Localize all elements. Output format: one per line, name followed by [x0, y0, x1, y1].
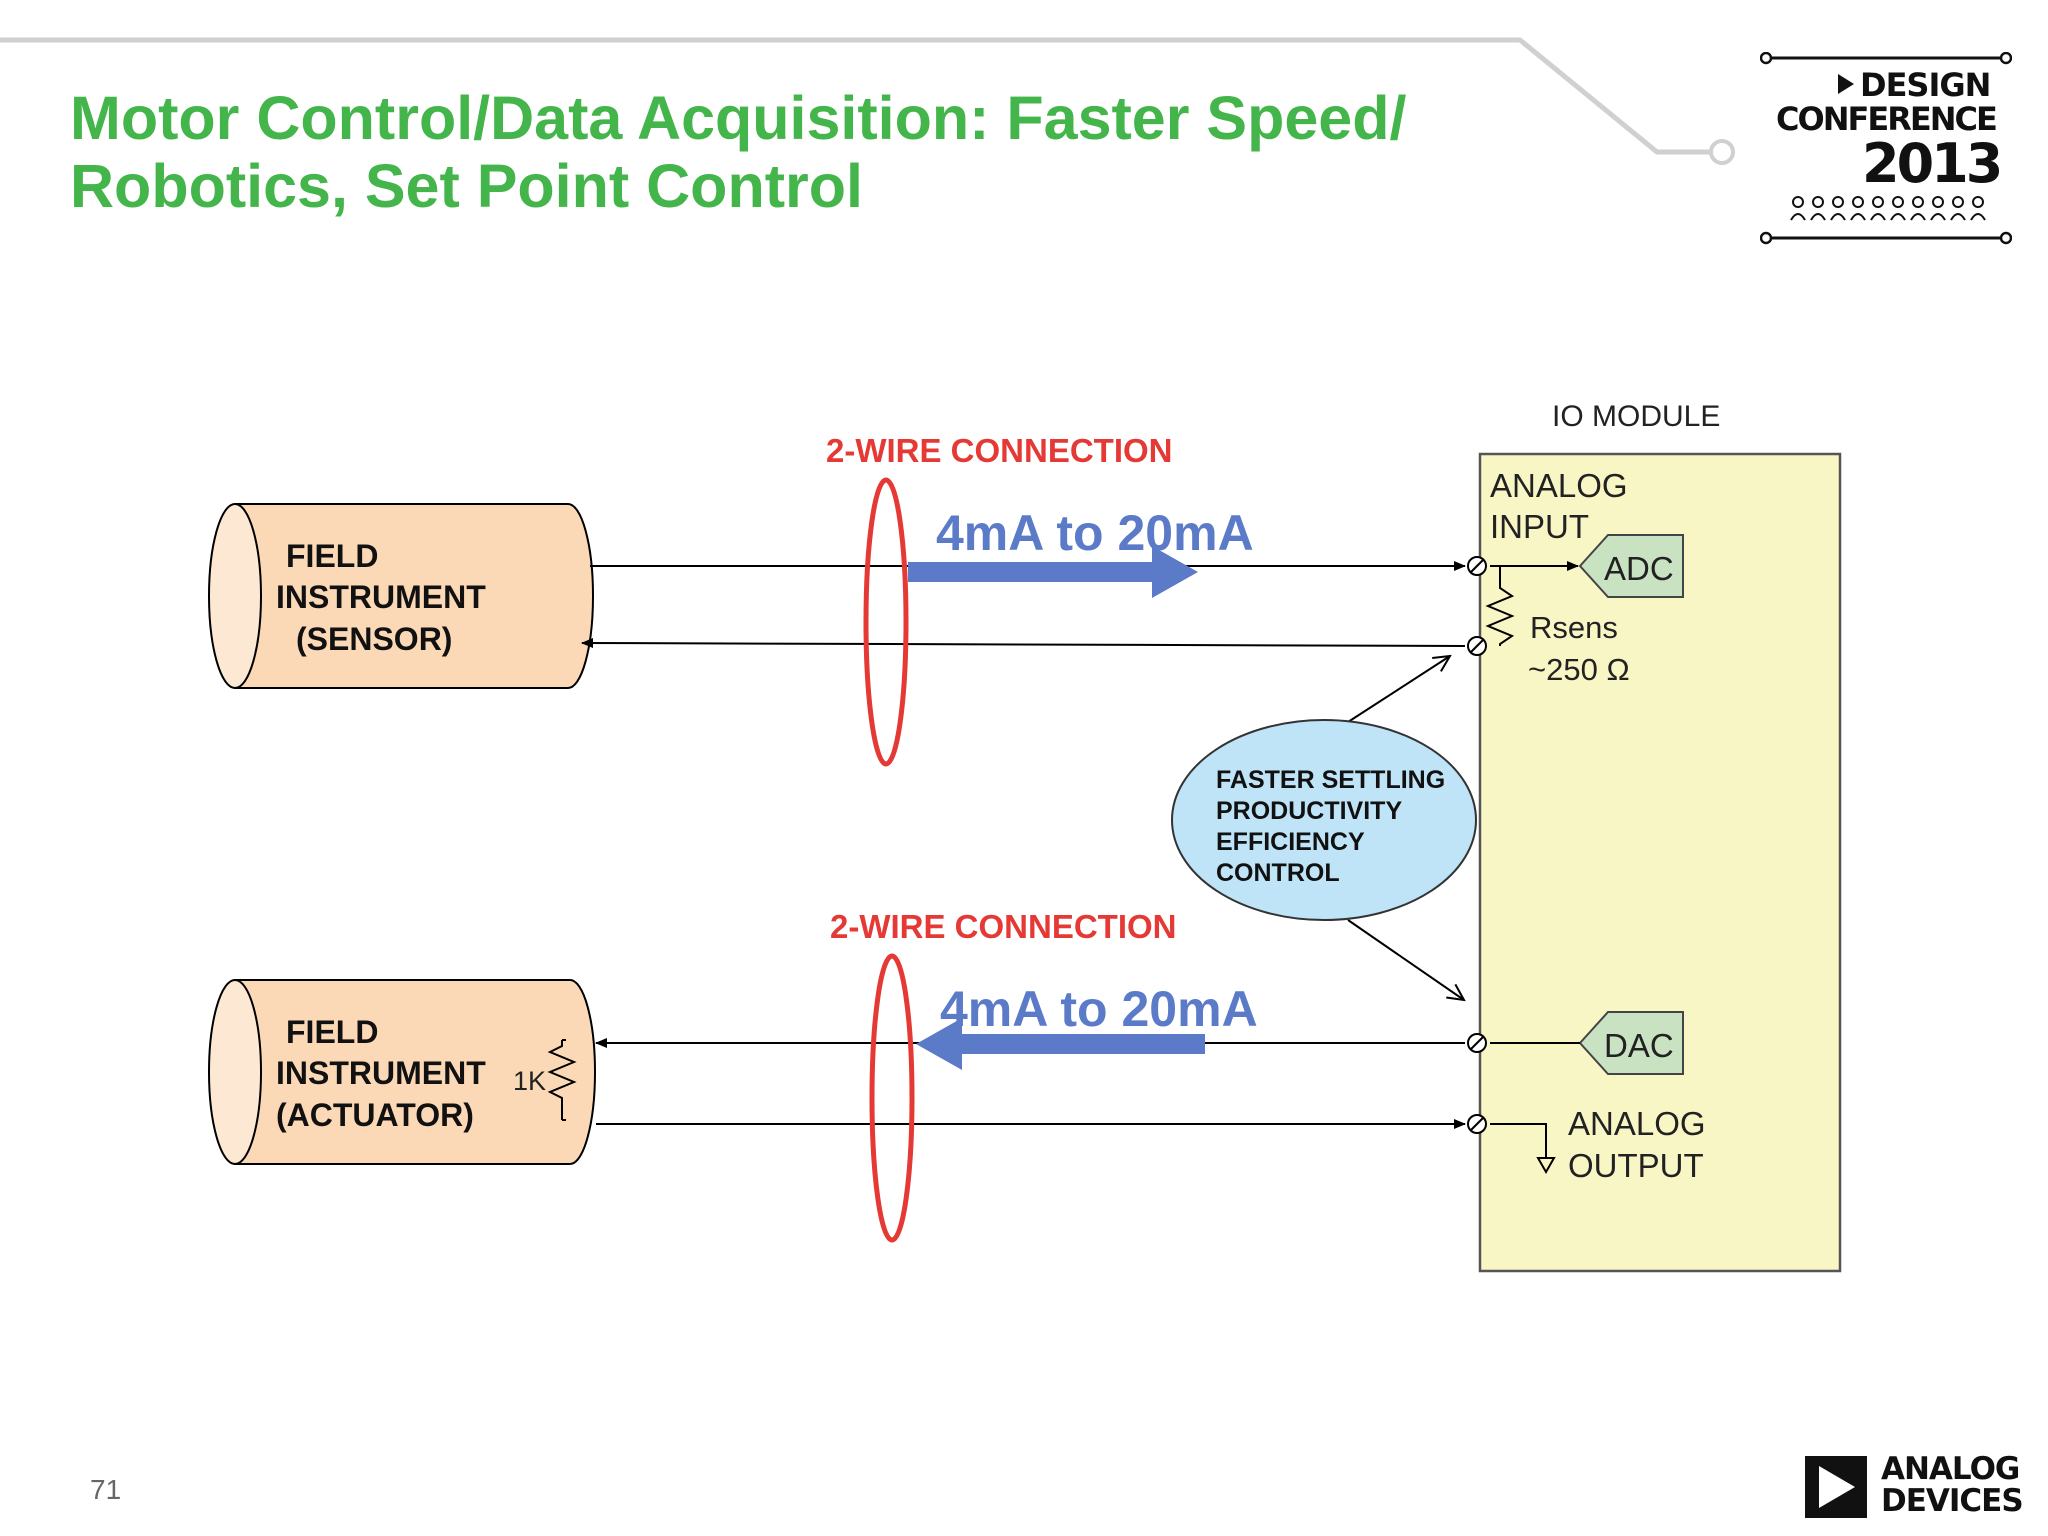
conf-year: 2013 — [1862, 132, 2003, 195]
actuator-resistor-label: 1K — [513, 1066, 546, 1096]
sensor-label-2: INSTRUMENT — [276, 579, 486, 615]
connection-label-bottom: 2-WIRE CONNECTION — [830, 908, 1177, 945]
callout-line-up — [1347, 656, 1450, 723]
current-arrow-right — [908, 546, 1198, 598]
design-conference-logo: DESIGN CONFERENCE 2013 — [1760, 52, 2012, 248]
actuator-1k-resistor — [547, 1040, 577, 1120]
benefit-4: CONTROL — [1216, 859, 1340, 887]
sensor-label-1: FIELD — [286, 538, 378, 574]
adc-label: ADC — [1604, 550, 1674, 587]
slide-title-line-1: Motor Control/Data Acquisition: Faster S… — [70, 84, 1407, 152]
actuator-label-1: FIELD — [286, 1014, 378, 1050]
actuator-resistor-leads — [562, 1039, 566, 1121]
analog-output-ground — [1490, 1123, 1556, 1175]
slide-title: Motor Control/Data Acquisition: Faster S… — [70, 84, 1550, 220]
rsens-value: ~250 Ω — [1528, 652, 1630, 687]
header-circuit-line — [0, 37, 1735, 165]
benefit-2: PRODUCTIVITY — [1216, 797, 1402, 825]
people-icon — [1790, 196, 1986, 221]
terminal-actuator-top — [1467, 1033, 1487, 1053]
rsens-label: Rsens — [1530, 610, 1618, 645]
adc-tag — [1578, 534, 1684, 598]
actuator-label-3: (ACTUATOR) — [276, 1097, 474, 1133]
adi-line-1: ANALOG — [1881, 1451, 2020, 1487]
analog-output-label-1: ANALOG — [1568, 1105, 1706, 1142]
analog-devices-logo: ANALOG DEVICES — [1805, 1452, 2024, 1522]
terminal-actuator-bottom — [1467, 1114, 1487, 1134]
adi-line-2: DEVICES — [1881, 1483, 2024, 1519]
conf-line-1: DESIGN — [1860, 66, 1991, 104]
sensor-cylinder — [208, 503, 594, 689]
dac-label: DAC — [1604, 1027, 1674, 1064]
benefit-3: EFFICIENCY — [1216, 828, 1365, 856]
analog-devices-mark-icon — [1805, 1456, 1867, 1518]
connection-label-top: 2-WIRE CONNECTION — [826, 432, 1173, 469]
terminal-sensor-bottom — [1467, 636, 1487, 656]
analog-input-label-2: INPUT — [1490, 508, 1589, 545]
benefits-bubble — [1171, 719, 1477, 921]
design-conference-logo-frame — [1760, 52, 2012, 245]
two-wire-ring-top — [863, 477, 909, 767]
page-number: 71 — [90, 1474, 122, 1505]
dac-tag — [1578, 1011, 1684, 1075]
sensor-label-3: (SENSOR) — [296, 621, 452, 657]
slide-title-line-2: Robotics, Set Point Control — [70, 152, 863, 220]
actuator-cylinder — [208, 979, 596, 1165]
current-arrow-left — [916, 1018, 1205, 1070]
sensor-wire-bottom — [581, 638, 1466, 649]
current-label-top: 4mA to 20mA — [936, 505, 1254, 561]
callout-line-down — [1347, 919, 1464, 1000]
io-module-label: IO MODULE — [1552, 400, 1720, 433]
analog-input-label-1: ANALOG — [1490, 467, 1628, 504]
actuator-label-2: INSTRUMENT — [276, 1055, 486, 1091]
analog-output-label-2: OUTPUT — [1568, 1147, 1704, 1184]
play-icon — [1838, 74, 1854, 94]
conf-line-2: CONFERENCE — [1776, 100, 1998, 138]
two-wire-ring-bottom — [869, 953, 915, 1243]
current-label-bottom: 4mA to 20mA — [940, 981, 1258, 1037]
terminal-sensor-top — [1467, 556, 1487, 576]
benefit-1: FASTER SETTLING — [1216, 766, 1445, 794]
rsens-resistor — [1485, 566, 1515, 646]
